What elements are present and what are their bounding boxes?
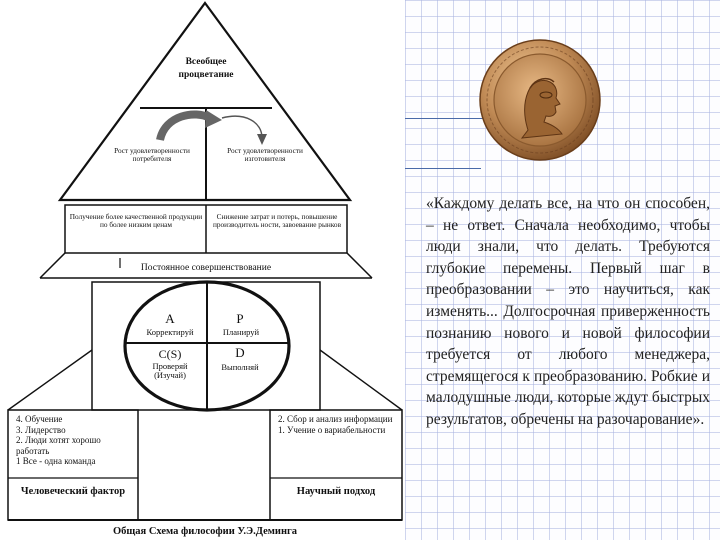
human-factor-label: Человеческий фактор [20, 486, 126, 497]
list-item: 3. Лидерство [16, 424, 66, 435]
cycle-d-letter: D [235, 345, 245, 360]
left-growth-label: Рост удовлетворенности потребителя [114, 146, 190, 163]
list-item: 2. Люди хотят хорошо работать [16, 435, 101, 456]
diag-left [7, 349, 93, 411]
cycle-c-label: Проверяй (Изучай) [152, 361, 188, 380]
diagram-caption: Общая Схема философии У.Э.Деминга [112, 526, 298, 537]
list-item: 4. Обучение [16, 414, 63, 424]
blue-rule [405, 168, 481, 169]
apex-label: Всеобщее процветание [178, 57, 234, 80]
right-quality-label: Снижение затрат и потерь, повышение прои… [212, 212, 342, 229]
deming-diagram: Всеобщее процветание Рост удовлетворенно… [7, 1, 403, 537]
diagram-lines [7, 1, 403, 521]
cycle-a-label: Корректируй [146, 327, 194, 337]
deming-quote: «Каждому делать все, на что он способен,… [426, 195, 710, 428]
right-growth-label: Рост удовлетворенности изготовителя [227, 146, 303, 163]
cycle-c-letter: C(S) [158, 347, 182, 361]
cycle-d-label: Выполняй [221, 362, 259, 372]
cycle-p-letter: P [236, 311, 244, 326]
eave-left [39, 252, 66, 279]
left-list: 4. Обучение 3. Лидерство 2. Люди хотят х… [16, 414, 134, 467]
cycle-a-letter: A [165, 311, 175, 326]
list-item: 2. Сбор и анализ информации [278, 414, 393, 424]
medal-portrait-icon [479, 39, 601, 161]
arrow-right-head [257, 134, 267, 145]
blue-rule [405, 118, 485, 119]
diag-right [319, 349, 403, 411]
list-item: 1 Все - одна команда [16, 456, 96, 466]
scientific-approach-label: Научный подход [296, 486, 376, 497]
arrow-left [156, 110, 212, 142]
arrow-left-head [205, 110, 222, 128]
left-quality-label: Получение более качественной продукции п… [69, 212, 203, 229]
floor-label: Постоянное совершенствование [140, 263, 272, 273]
arrow-right [221, 115, 263, 139]
right-list: 2. Сбор и анализ информации 1. Учение о … [278, 414, 396, 435]
cycle-p-label: Планируй [222, 327, 260, 337]
list-item: 1. Учение о вариабельности [278, 424, 386, 435]
eave-right [346, 252, 373, 279]
